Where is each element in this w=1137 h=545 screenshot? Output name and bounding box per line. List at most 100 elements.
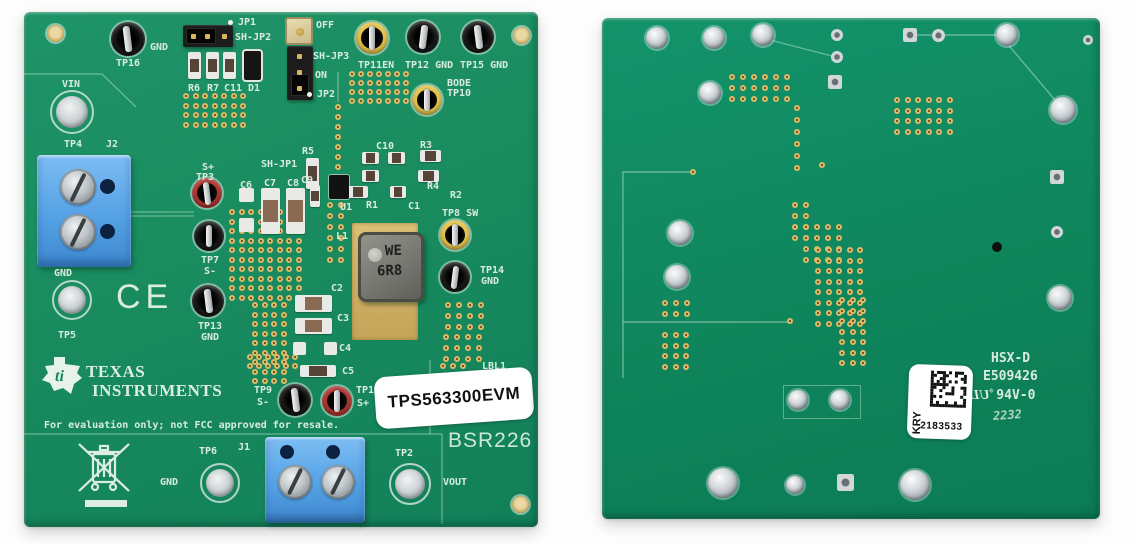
via bbox=[904, 97, 911, 103]
terminal-wire-hole bbox=[326, 445, 340, 459]
via bbox=[183, 121, 189, 128]
via bbox=[257, 228, 264, 234]
test-point-tp16 bbox=[111, 22, 145, 56]
via bbox=[335, 124, 341, 130]
registered-mark: ® bbox=[989, 388, 994, 395]
pad-c4 bbox=[293, 342, 306, 355]
via bbox=[240, 112, 246, 118]
via bbox=[784, 74, 790, 80]
via bbox=[836, 257, 842, 264]
via bbox=[857, 289, 863, 295]
via bbox=[894, 107, 900, 114]
front-board: GND TP16 JP1 SH-JP2 R6 R7 C11 D1 OFF SH-… bbox=[24, 12, 538, 527]
resistor-c5 bbox=[300, 365, 336, 377]
label-flammability-rating: 94V-0 bbox=[996, 388, 1036, 403]
via bbox=[229, 209, 235, 215]
solder-joint bbox=[786, 476, 804, 494]
label-tp4: TP4 bbox=[64, 139, 83, 150]
via bbox=[836, 278, 842, 285]
via bbox=[445, 324, 451, 330]
label-jp1: JP1 bbox=[238, 17, 257, 28]
via bbox=[257, 247, 264, 253]
via bbox=[261, 349, 268, 356]
pad-c6 bbox=[239, 218, 254, 232]
via bbox=[286, 237, 292, 244]
label-r6: R6 bbox=[188, 83, 201, 94]
via bbox=[376, 98, 382, 104]
via bbox=[221, 102, 227, 109]
label-tp11en: TP11EN bbox=[358, 60, 395, 71]
inductor-marking-6r8: 6R8 bbox=[376, 262, 403, 280]
test-point-tp5 bbox=[52, 280, 92, 320]
inductor-core-mark bbox=[368, 248, 382, 262]
data-matrix-code bbox=[929, 370, 967, 408]
solder-joint bbox=[752, 24, 774, 46]
label-gnd-tp13: GND bbox=[201, 332, 220, 343]
via bbox=[815, 289, 821, 295]
label-tp8-sw: TP8 SW bbox=[442, 208, 479, 219]
solder-joint bbox=[1048, 286, 1072, 310]
via bbox=[335, 164, 341, 170]
via bbox=[443, 356, 449, 362]
via bbox=[403, 89, 409, 95]
via bbox=[327, 235, 333, 241]
via bbox=[327, 202, 333, 208]
via bbox=[860, 307, 866, 314]
via bbox=[672, 342, 679, 349]
via bbox=[230, 102, 237, 109]
via bbox=[358, 98, 364, 104]
via bbox=[476, 334, 482, 340]
via bbox=[846, 320, 853, 327]
via bbox=[280, 378, 287, 384]
via bbox=[280, 321, 287, 327]
label-off: OFF bbox=[316, 20, 335, 31]
via bbox=[257, 209, 264, 215]
via bbox=[338, 202, 344, 208]
via bbox=[230, 121, 237, 128]
via bbox=[814, 224, 820, 230]
label-tp6: TP6 bbox=[199, 446, 218, 457]
data-matrix-cell bbox=[962, 404, 966, 408]
terminal-screw bbox=[321, 465, 355, 499]
via bbox=[280, 349, 287, 356]
via bbox=[467, 324, 473, 330]
via bbox=[751, 74, 757, 80]
via bbox=[335, 114, 341, 120]
via bbox=[271, 349, 277, 356]
via bbox=[229, 247, 235, 253]
via bbox=[825, 257, 832, 264]
through-hole-pad bbox=[1051, 226, 1063, 238]
via bbox=[836, 268, 842, 274]
via bbox=[280, 340, 287, 346]
via bbox=[327, 213, 333, 219]
via bbox=[672, 332, 679, 338]
via bbox=[283, 354, 289, 360]
fcc-disclaimer: For evaluation only; not FCC approved fo… bbox=[44, 420, 340, 431]
via bbox=[280, 368, 287, 375]
via bbox=[183, 93, 189, 99]
via bbox=[819, 162, 825, 168]
via bbox=[683, 353, 689, 359]
via bbox=[192, 102, 199, 109]
via bbox=[276, 285, 283, 291]
via bbox=[673, 300, 679, 306]
resistor-r6 bbox=[188, 52, 201, 79]
via bbox=[267, 285, 273, 291]
via bbox=[849, 318, 856, 324]
via bbox=[261, 378, 268, 384]
resistor-r5 bbox=[306, 158, 319, 189]
via bbox=[825, 310, 832, 316]
test-point-tp14 bbox=[440, 262, 470, 292]
via bbox=[327, 257, 333, 263]
via bbox=[773, 85, 779, 91]
resistor-r7 bbox=[206, 52, 219, 79]
via bbox=[904, 118, 911, 124]
via bbox=[271, 359, 277, 365]
terminal-screw bbox=[60, 169, 96, 205]
via bbox=[839, 349, 845, 356]
via bbox=[860, 339, 866, 345]
via bbox=[729, 74, 735, 80]
via bbox=[803, 257, 809, 263]
via bbox=[358, 89, 364, 95]
label-r4: R4 bbox=[427, 181, 440, 192]
